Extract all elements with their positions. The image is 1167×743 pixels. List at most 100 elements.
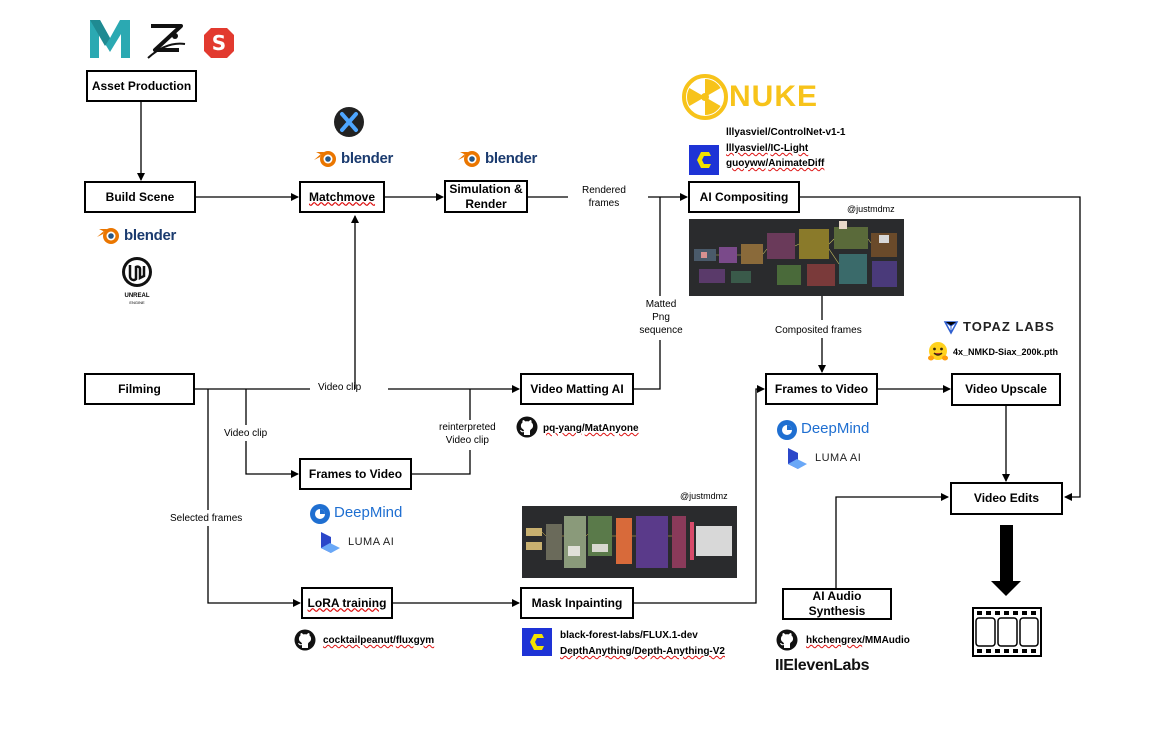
github-icon (294, 629, 316, 651)
unreal-engine-logo-icon: UNREAL ENGINE (117, 256, 157, 305)
substance-letter: S (212, 31, 226, 55)
zbrush-logo-icon (145, 22, 187, 60)
edge-aicomp-to-edits (800, 196, 1081, 501)
repo-animatediff-user: guoyww (726, 158, 766, 169)
topaz-wordmark: TOPAZ LABS (963, 319, 1055, 334)
label-reinterpreted-line1: reinterpreted (439, 422, 496, 433)
repo-controlnet-user: lllyasviel (726, 127, 768, 138)
repo-matanyone-name: MatAnyone (584, 423, 639, 434)
box-build-scene: Build Scene (84, 181, 196, 213)
box-ai-compositing: AI Compositing (688, 181, 800, 213)
repo-fluxgym[interactable]: cocktailpeanut/fluxgym (323, 635, 435, 646)
edge-audio-to-edits (835, 493, 949, 588)
box-matchmove: Matchmove (299, 181, 385, 213)
blender-icon (314, 151, 336, 167)
luma-wordmark: LUMA AI (348, 536, 395, 548)
box-ai-audio-synthesis: AI Audio Synthesis (782, 588, 892, 620)
label-matted-line2: Png (652, 312, 670, 323)
box-frames-to-video-right: Frames to Video (765, 373, 878, 405)
matchmove-tool-logo-icon (333, 106, 365, 138)
repo-matanyone[interactable]: pq-yang/MatAnyone (543, 423, 639, 434)
comfyui-logo-icon (522, 628, 552, 656)
luma-wordmark: LUMA AI (815, 452, 862, 464)
label-rendered-frames-line2: frames (588, 198, 620, 209)
nuke-logo-icon (681, 73, 729, 121)
edge-inpaint-to-ftv (634, 385, 765, 604)
unreal-wordmark-line2: ENGINE (129, 300, 145, 305)
nuke-wordmark: NUKE (729, 80, 819, 113)
label-justmdmz-bottom: @justmdmz (680, 491, 728, 501)
label-reinterpreted-video-clip: reinterpreted Video clip (436, 421, 499, 447)
huggingface-icon (927, 341, 949, 363)
label-rendered-frames-line1: Rendered (582, 185, 626, 196)
box-lora-training: LoRA training (301, 587, 393, 619)
deepmind-wordmark: DeepMind (334, 504, 403, 521)
repo-mmaudio-name: MMAudio (864, 635, 910, 646)
blender-wordmark: blender (341, 149, 394, 167)
final-output-arrow-shaft (1000, 525, 1013, 583)
repo-fluxgym-user: cocktailpeanut (323, 635, 394, 646)
box-asset-production: Asset Production (86, 70, 197, 102)
repo-fluxgym-name: fluxgym (395, 635, 435, 646)
box-mask-inpainting: Mask Inpainting (520, 587, 634, 619)
box-frames-to-video-left: Frames to Video (299, 458, 412, 490)
edge-ftv-to-matting (412, 450, 471, 475)
repo-iclight-name: IC-Light (770, 143, 809, 154)
deepmind-logo-icon (776, 419, 798, 441)
github-icon (516, 416, 538, 438)
blender-logo-build: blender (95, 224, 176, 246)
label-matted-line1: Matted (645, 299, 677, 310)
github-icon (776, 629, 798, 651)
label-reinterpreted-line2: Video clip (445, 435, 489, 446)
elevenlabs-wordmark: IIElevenLabs (775, 657, 870, 674)
label-selected-frames: Selected frames (167, 512, 246, 525)
box-filming: Filming (84, 373, 195, 405)
topaz-logo-icon (943, 319, 959, 335)
blender-icon (458, 151, 480, 167)
edge-matting-to-aicomp (634, 340, 661, 390)
luma-logo-icon (785, 446, 809, 470)
repo-iclight-user: lllyasviel (726, 143, 768, 154)
repo-matanyone-user: pq-yang (543, 423, 582, 434)
repo-iclight[interactable]: lllyasviel/IC-Light (726, 143, 809, 154)
repo-controlnet[interactable]: lllyasviel/ControlNet-v1-1 (726, 127, 846, 138)
edge-filming-to-lora-b (207, 526, 301, 607)
repo-controlnet-name: ControlNet-v1-1 (770, 127, 846, 138)
box-video-matting-ai: Video Matting AI (520, 373, 634, 405)
mask-inpainting-node-graph-image (522, 506, 737, 578)
edge-filming-to-ftv-b (245, 441, 299, 478)
label-rendered-frames: Rendered frames (582, 184, 626, 210)
box-simulation-render: Simulation & Render (444, 180, 528, 213)
repo-depth-user: DepthAnything (560, 646, 632, 657)
label-justmdmz-top: @justmdmz (847, 204, 895, 214)
label-matted-png-sequence: Matted Png sequence (636, 298, 686, 337)
label-composited-frames: Composited frames (772, 324, 865, 337)
deepmind-wordmark: DeepMind (801, 420, 870, 437)
deepmind-logo-icon (309, 503, 331, 525)
substance-logo-icon: S (203, 27, 235, 59)
repo-depth-anything[interactable]: DepthAnything/Depth-Anything-V2 (560, 646, 725, 657)
repo-flux-dev[interactable]: black-forest-labs/FLUX.1-dev (560, 630, 698, 641)
box-video-upscale: Video Upscale (951, 373, 1061, 406)
repo-mmaudio[interactable]: hkchengrex/MMAudio (806, 635, 910, 646)
blender-wordmark: blender (124, 226, 177, 244)
maya-logo-icon (88, 18, 132, 60)
label-matted-line3: sequence (639, 325, 683, 336)
comfyui-logo-icon (689, 145, 719, 175)
box-lora-training-label: LoRA training (307, 595, 387, 610)
blender-icon (97, 228, 119, 244)
box-video-edits: Video Edits (950, 482, 1063, 515)
repo-depth-name: Depth-Anything-V2 (634, 646, 725, 657)
film-strip-icon (972, 607, 1042, 657)
blender-logo-matchmove: blender (312, 147, 393, 169)
repo-animatediff[interactable]: guoyww/AnimateDiff (726, 158, 825, 169)
unreal-wordmark-line1: UNREAL (124, 293, 150, 299)
box-matchmove-label: Matchmove (308, 189, 376, 204)
label-video-clip-left: Video clip (221, 427, 271, 440)
repo-upscale-model[interactable]: 4x_NMKD-Siax_200k.pth (953, 347, 1059, 357)
ai-compositing-node-graph-image (689, 219, 904, 296)
blender-logo-simulation: blender (456, 147, 537, 169)
repo-mmaudio-user: hkchengrex (806, 635, 863, 646)
final-output-arrow-head (991, 581, 1021, 596)
